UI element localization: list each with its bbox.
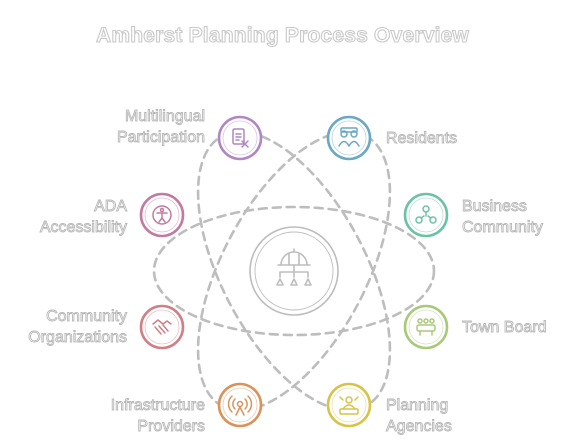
node-infrastructure: [217, 382, 263, 428]
node-multilingual: [217, 115, 263, 161]
node-business: [403, 192, 449, 238]
label-residents: Residents: [386, 130, 458, 148]
stakeholder-nodes: [139, 115, 449, 428]
people-group-icon: [338, 127, 360, 147]
center-hub: [249, 226, 339, 316]
node-community-orgs: [139, 304, 185, 350]
node-ada: [139, 192, 185, 238]
hardhat-hierarchy-icon: [276, 248, 312, 286]
center-node: [249, 226, 339, 316]
orbit-horizontal: [152, 205, 436, 337]
handshake-icon: [152, 319, 172, 335]
meeting-table-icon: [416, 318, 436, 336]
accessibility-icon: [152, 205, 172, 225]
label-town-board: Town Board: [462, 319, 547, 337]
node-planning: [326, 382, 372, 428]
node-residents: [326, 115, 372, 161]
translate-document-icon: [232, 128, 249, 148]
business-network-icon: [415, 205, 437, 224]
node-town-board: [403, 304, 449, 350]
diagram-title: Amherst Planning Process Overview: [95, 23, 470, 47]
agency-person-icon: [339, 396, 359, 415]
